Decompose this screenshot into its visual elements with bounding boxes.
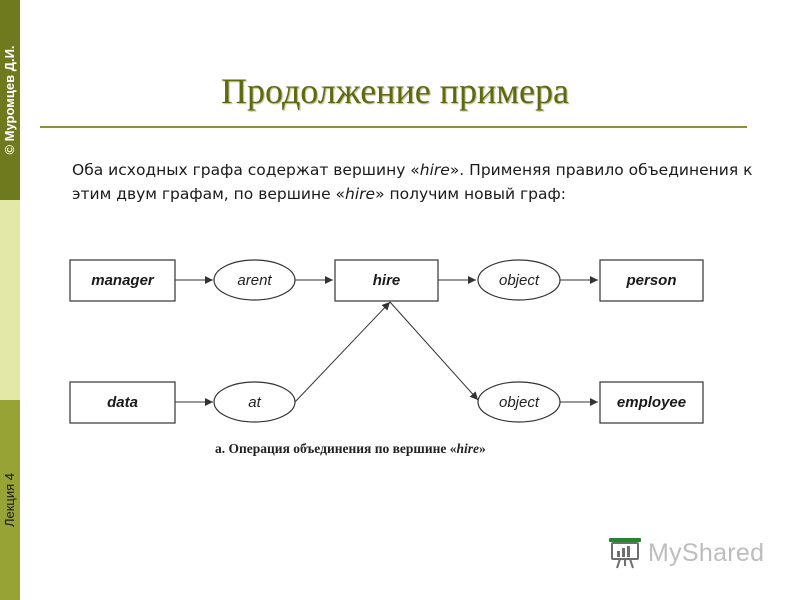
node-person: person: [599, 259, 704, 302]
node-employee-label: employee: [617, 394, 686, 411]
paragraph-hire-2: hire: [345, 185, 376, 203]
slide-paragraph: Оба исходных графа содержат вершину «hir…: [72, 158, 762, 206]
diagram-caption: а. Операция объединения по вершине «hire…: [215, 441, 486, 457]
caption-suffix: »: [479, 441, 486, 456]
caption-prefix: а. Операция объединения по вершине «: [215, 441, 457, 456]
sidebar-middle-band: [0, 200, 20, 400]
edge-hire-object-bottom: [389, 301, 479, 401]
paragraph-part-1: Оба исходных графа содержат вершину «: [72, 161, 420, 179]
node-data: data: [69, 381, 176, 424]
sidebar: © Муромцев Д.И. Лекция 4: [0, 0, 20, 600]
paragraph-part-2: ». Применяя правило объединения к этим д…: [72, 161, 753, 203]
node-at-label: at: [248, 394, 261, 411]
node-data-label: data: [107, 394, 138, 411]
node-employee: employee: [599, 381, 704, 424]
node-manager: manager: [69, 259, 176, 302]
node-arent: arent: [213, 259, 296, 301]
slide-title: Продолжение примера: [221, 71, 569, 111]
node-at: at: [213, 381, 296, 423]
node-hire: hire: [334, 259, 439, 302]
caption-hire: hire: [456, 441, 480, 456]
node-object-top-label: object: [499, 272, 540, 289]
paragraph-part-3: » получим новый граф:: [375, 185, 566, 203]
node-manager-label: manager: [91, 272, 155, 289]
presentation-board-icon: [609, 538, 641, 569]
node-person-label: person: [625, 272, 676, 289]
edge-at-hire: [294, 301, 391, 403]
title-divider: [40, 126, 747, 128]
logo-text: MyShared: [648, 538, 765, 567]
node-hire-label: hire: [373, 272, 401, 289]
myshared-logo: MyShared: [608, 536, 764, 570]
node-object-top: object: [477, 259, 561, 301]
sidebar-top-band: [0, 0, 20, 200]
node-object-bottom-label: object: [499, 394, 540, 411]
paragraph-hire-1: hire: [419, 161, 450, 179]
node-arent-label: arent: [237, 272, 272, 289]
sidebar-bottom-band: [0, 400, 20, 600]
node-object-bottom: object: [477, 381, 561, 423]
